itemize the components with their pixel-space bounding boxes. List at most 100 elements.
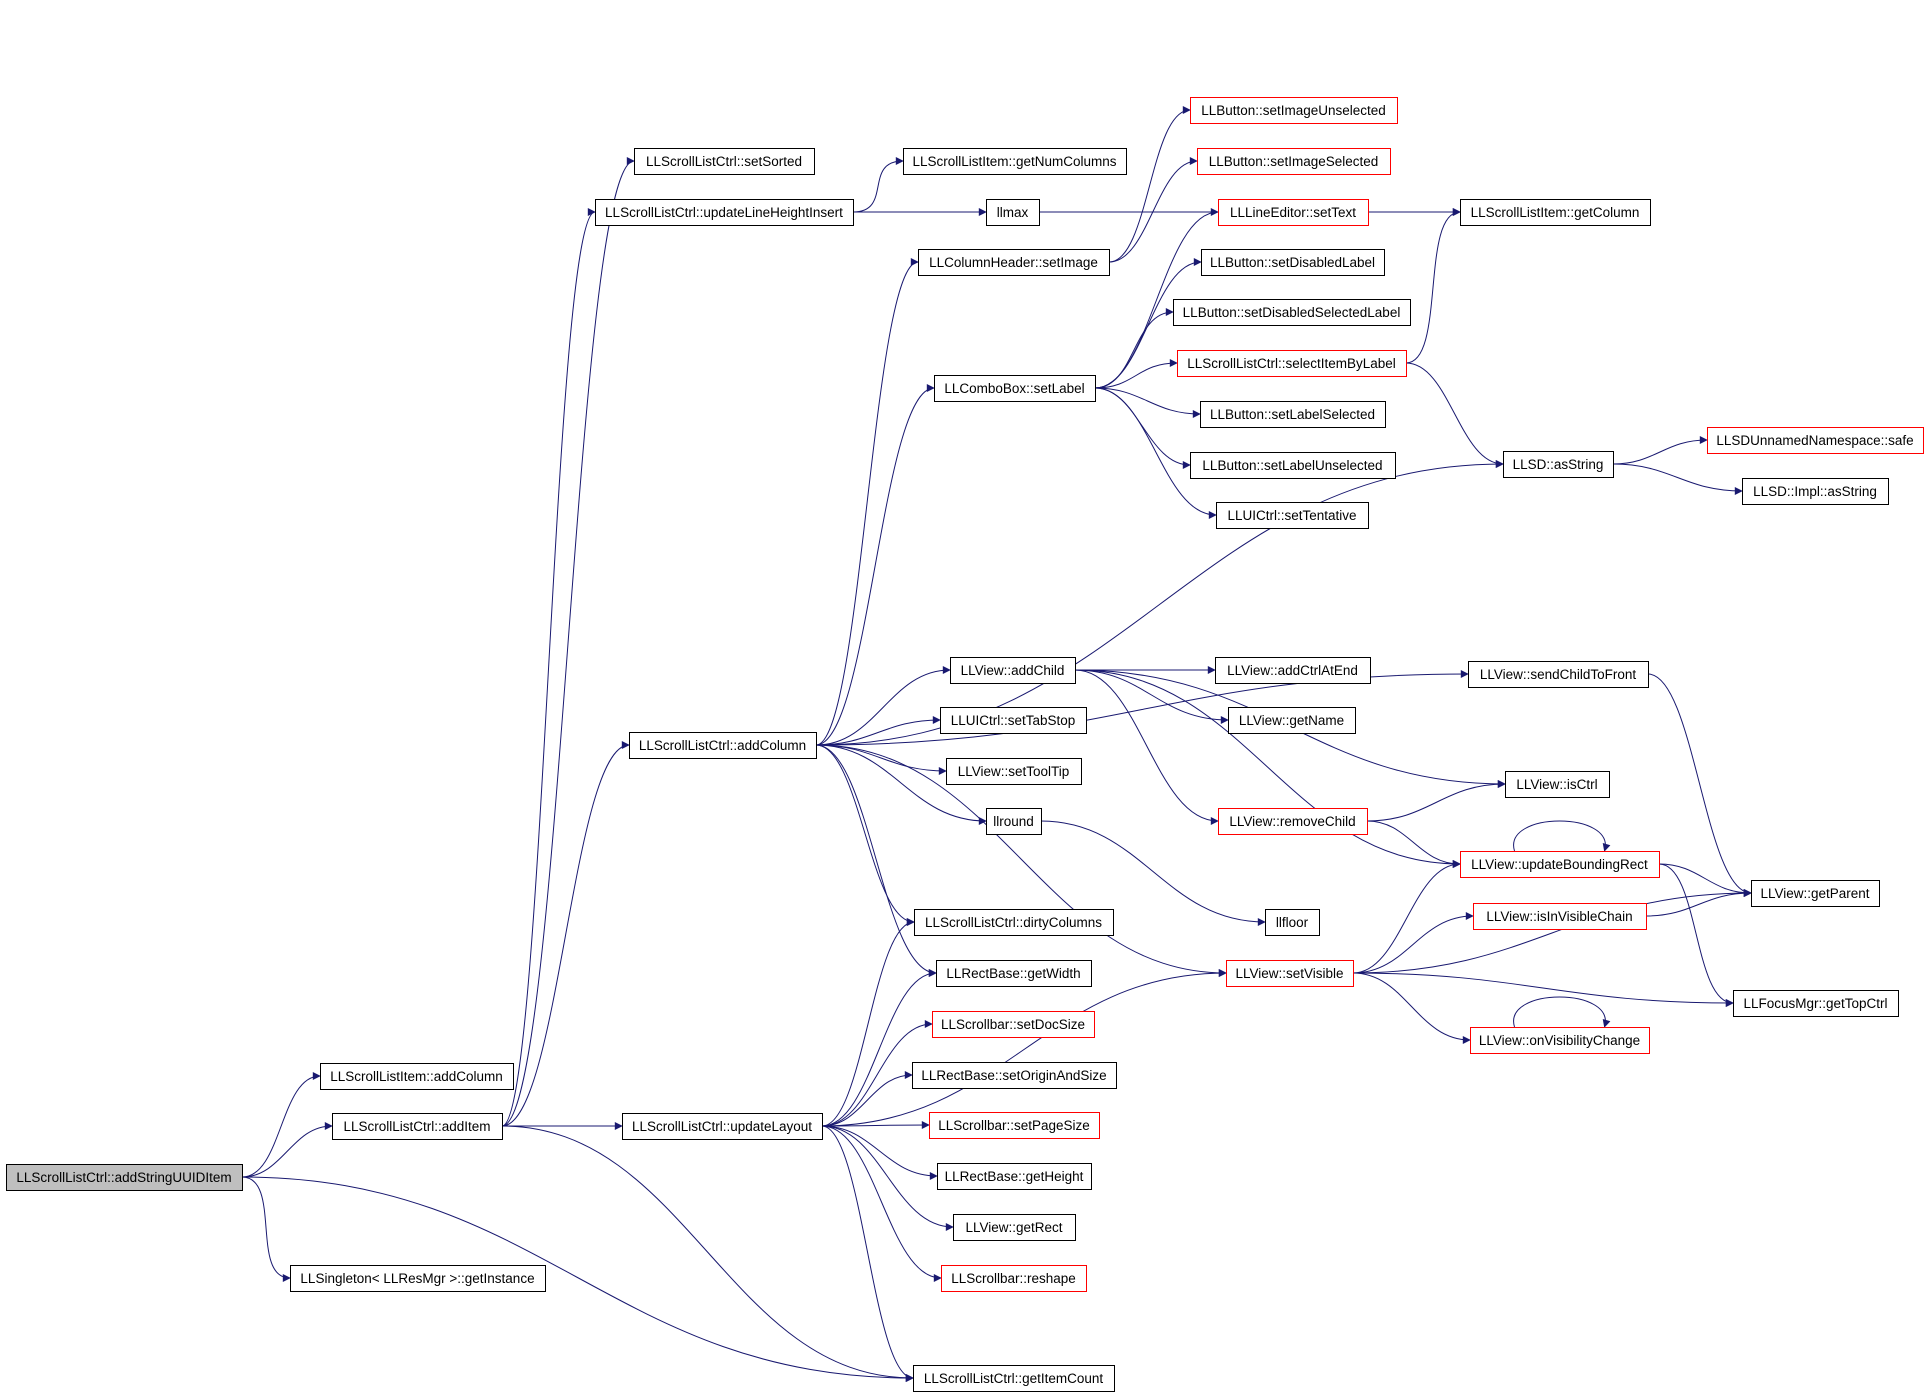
function-node-box — [953, 1214, 1076, 1241]
call-edge-addChild-to-updateBoundingRect — [1074, 669, 1461, 868]
call-edge-setVisible-to-onVisibilityChange — [1352, 972, 1471, 1044]
function-node-label: LLButton::setImageUnselected — [1201, 103, 1386, 118]
function-node-safe[interactable]: LLSDUnnamedNamespace::safe — [1707, 427, 1924, 454]
function-node-label: LLScrollListCtrl::updateLayout — [632, 1119, 812, 1134]
function-node-box — [937, 1163, 1092, 1190]
function-node-label: LLScrollListCtrl::setSorted — [646, 154, 802, 169]
call-edge-addColumn-to-setTabStop — [815, 716, 941, 746]
function-node-box — [332, 1113, 503, 1140]
function-node-getItemCount[interactable]: LLScrollListCtrl::getItemCount — [913, 1365, 1115, 1392]
function-node-addChild[interactable]: LLView::addChild — [950, 657, 1076, 684]
function-node-box — [1733, 990, 1899, 1017]
function-node-label: LLView::getName — [1239, 713, 1344, 728]
function-node-setLabel[interactable]: LLComboBox::setLabel — [934, 375, 1096, 402]
function-node-getName[interactable]: LLView::getName — [1228, 707, 1356, 734]
function-node-llmax[interactable]: llmax — [986, 199, 1040, 226]
function-node-updateBoundingRect[interactable]: LLView::updateBoundingRect — [1460, 851, 1660, 878]
function-node-box — [918, 249, 1110, 276]
function-node-label: LLUICtrl::setTentative — [1227, 508, 1356, 523]
function-node-label: LLView::sendChildToFront — [1480, 667, 1637, 682]
function-node-box — [290, 1265, 546, 1292]
function-node-box — [1215, 657, 1371, 684]
function-node-getColumn[interactable]: LLScrollListItem::getColumn — [1460, 199, 1651, 226]
function-node-label: LLScrollListCtrl::updateLineHeightInsert — [605, 205, 843, 220]
function-node-removeChild[interactable]: LLView::removeChild — [1218, 808, 1368, 835]
function-node-addItem[interactable]: LLScrollListCtrl::addItem — [332, 1113, 503, 1140]
function-node-addColumn[interactable]: LLScrollListCtrl::addColumn — [629, 732, 817, 759]
function-node-label: LLView::getParent — [1760, 886, 1869, 901]
function-node-getRect[interactable]: LLView::getRect — [953, 1214, 1076, 1241]
function-node-box — [1265, 909, 1320, 936]
function-node-box — [914, 909, 1114, 936]
call-edge-addItem-to-addColumn — [501, 741, 630, 1127]
function-node-reshape[interactable]: LLScrollbar::reshape — [941, 1265, 1087, 1292]
function-node-setImageSelected[interactable]: LLButton::setImageSelected — [1197, 148, 1391, 175]
function-node-isInVisibleChain[interactable]: LLView::isInVisibleChain — [1473, 903, 1647, 930]
function-node-isCtrl[interactable]: LLView::isCtrl — [1505, 771, 1610, 798]
call-edge-addColumn-to-setVisible — [815, 744, 1227, 977]
function-node-setText[interactable]: LLLineEditor::setText — [1218, 199, 1369, 226]
function-node-getParent[interactable]: LLView::getParent — [1751, 880, 1880, 907]
function-node-label: LLScrollListCtrl::dirtyColumns — [925, 915, 1102, 930]
function-node-box — [1190, 97, 1398, 124]
function-node-selectItemByLabel[interactable]: LLScrollListCtrl::selectItemByLabel — [1177, 350, 1407, 377]
function-node-updateLayout[interactable]: LLScrollListCtrl::updateLayout — [622, 1113, 823, 1140]
function-node-setDisabledLabel[interactable]: LLButton::setDisabledLabel — [1201, 249, 1385, 276]
function-node-setDisabledSelectedLabel[interactable]: LLButton::setDisabledSelectedLabel — [1173, 299, 1411, 326]
function-node-implAsString[interactable]: LLSD::Impl::asString — [1742, 478, 1889, 505]
call-edge-updateLayout-to-getItemCount — [821, 1125, 914, 1382]
function-node-box — [1751, 880, 1880, 907]
function-node-box — [950, 657, 1076, 684]
call-edge-addChild-to-getName — [1074, 669, 1229, 724]
function-node-label: LLButton::setDisabledSelectedLabel — [1183, 305, 1401, 320]
function-node-asString[interactable]: LLSD::asString — [1503, 451, 1614, 478]
function-node-setOriginAndSize[interactable]: LLRectBase::setOriginAndSize — [912, 1062, 1117, 1089]
function-node-box — [6, 1164, 243, 1191]
function-node-getWidth[interactable]: LLRectBase::getWidth — [936, 960, 1092, 987]
function-node-setSorted[interactable]: LLScrollListCtrl::setSorted — [634, 148, 815, 175]
function-node-box — [634, 148, 815, 175]
call-edge-addStringUUIDItem-to-item_addColumn — [241, 1072, 321, 1178]
function-node-getHeight[interactable]: LLRectBase::getHeight — [937, 1163, 1092, 1190]
function-node-setTabStop[interactable]: LLUICtrl::setTabStop — [940, 707, 1087, 734]
function-node-setTentative[interactable]: LLUICtrl::setTentative — [1216, 502, 1369, 529]
function-node-setLabelUnselected[interactable]: LLButton::setLabelUnselected — [1190, 452, 1396, 479]
function-node-setImageUnselected[interactable]: LLButton::setImageUnselected — [1190, 97, 1398, 124]
function-node-label: LLButton::setLabelSelected — [1210, 407, 1375, 422]
function-node-addStringUUIDItem[interactable]: LLScrollListCtrl::addStringUUIDItem — [6, 1164, 243, 1191]
function-node-setDocSize[interactable]: LLScrollbar::setDocSize — [932, 1011, 1095, 1038]
function-node-getInstance[interactable]: LLSingleton< LLResMgr >::getInstance — [290, 1265, 546, 1292]
function-node-label: LLScrollListCtrl::addItem — [343, 1119, 490, 1134]
function-node-dirtyColumns[interactable]: LLScrollListCtrl::dirtyColumns — [914, 909, 1114, 936]
function-node-box — [1707, 427, 1924, 454]
call-edge-addColumn-to-asString — [815, 460, 1504, 746]
function-node-addCtrlAtEnd[interactable]: LLView::addCtrlAtEnd — [1215, 657, 1371, 684]
function-node-label: LLButton::setImageSelected — [1209, 154, 1379, 169]
function-node-updateLineHeightInsert[interactable]: LLScrollListCtrl::updateLineHeightInsert — [595, 199, 854, 226]
function-node-getNumColumns[interactable]: LLScrollListItem::getNumColumns — [903, 148, 1127, 175]
function-node-setImage[interactable]: LLColumnHeader::setImage — [918, 249, 1110, 276]
function-node-box — [1505, 771, 1610, 798]
function-node-box — [1473, 903, 1647, 930]
function-node-box — [1216, 502, 1369, 529]
function-node-onVisibilityChange[interactable]: LLView::onVisibilityChange — [1470, 1027, 1650, 1054]
call-edge-addItem-to-setSorted — [501, 157, 635, 1127]
call-edge-updateBoundingRect-to-getParent — [1658, 863, 1752, 897]
function-node-llround[interactable]: llround — [986, 808, 1042, 835]
function-node-item_addColumn[interactable]: LLScrollListItem::addColumn — [320, 1063, 514, 1090]
call-edge-setVisible-to-isInVisibleChain — [1352, 912, 1474, 974]
function-node-setVisible[interactable]: LLView::setVisible — [1226, 960, 1354, 987]
function-node-setToolTip[interactable]: LLView::setToolTip — [946, 758, 1082, 785]
function-node-setPageSize[interactable]: LLScrollbar::setPageSize — [929, 1112, 1100, 1139]
call-edge-addColumn-to-llround — [815, 744, 987, 825]
function-node-setLabelSelected[interactable]: LLButton::setLabelSelected — [1200, 401, 1386, 428]
function-node-getTopCtrl[interactable]: LLFocusMgr::getTopCtrl — [1733, 990, 1899, 1017]
function-node-box — [932, 1011, 1095, 1038]
call-edge-setLabel-to-setTentative — [1094, 387, 1217, 519]
call-edge-setImage-to-setImageSelected — [1108, 157, 1198, 263]
call-edge-updateLayout-to-setVisible — [821, 969, 1227, 1127]
function-node-label: LLSD::asString — [1513, 457, 1604, 472]
function-node-llfloor[interactable]: llfloor — [1265, 909, 1320, 936]
function-node-label: LLFocusMgr::getTopCtrl — [1743, 996, 1887, 1011]
function-node-sendChildToFront[interactable]: LLView::sendChildToFront — [1468, 661, 1649, 688]
